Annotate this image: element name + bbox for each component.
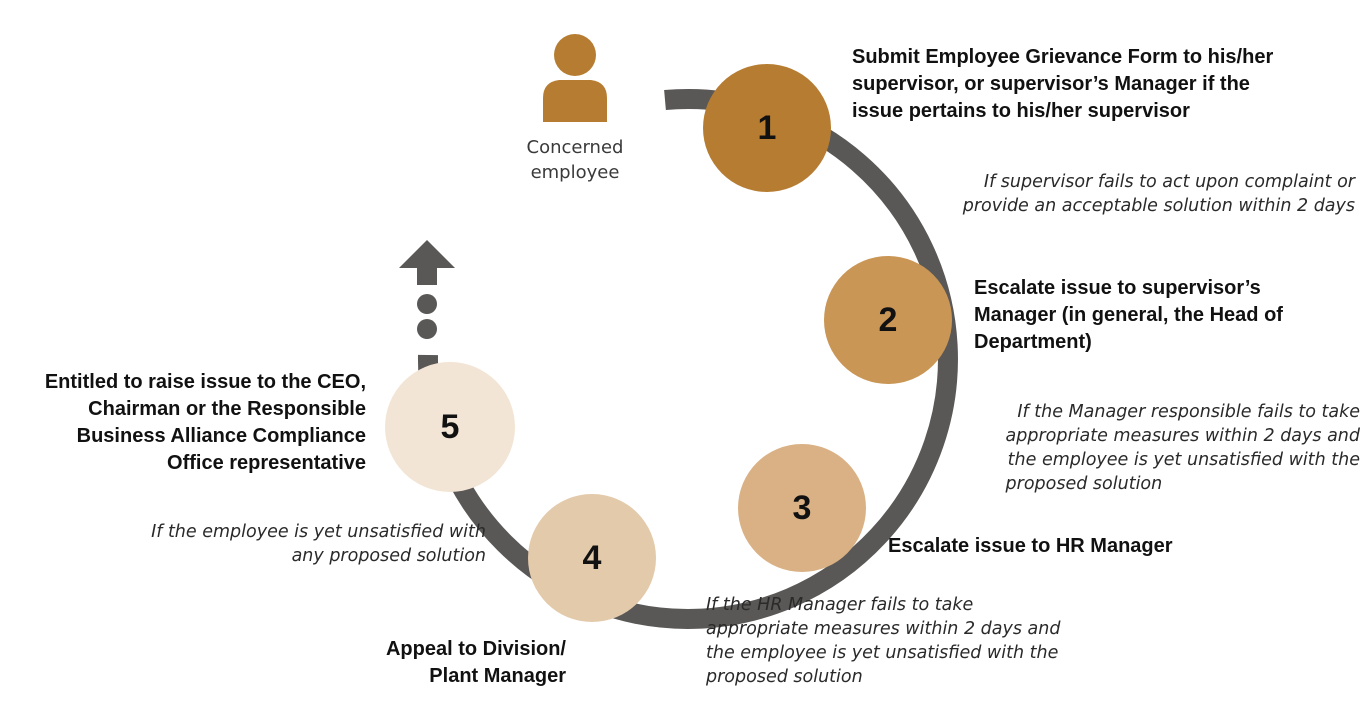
- condition-3-line: the employee is yet unsatisfied with the: [706, 643, 1059, 663]
- condition-1-line: provide an acceptable solution within 2 …: [962, 196, 1355, 216]
- step-5-title: Entitled to raise issue to the CEO, Chai…: [45, 369, 366, 477]
- condition-3-line: proposed solution: [706, 667, 863, 687]
- step-2-title: Escalate issue to supervisor’s Manager (…: [974, 275, 1283, 356]
- step-2-title-line: Escalate issue to supervisor’s: [974, 277, 1261, 299]
- actor-label: Concerned employee: [520, 135, 630, 185]
- step-2-title-line: Department): [974, 331, 1092, 353]
- step-4-circle: 4: [528, 494, 656, 622]
- condition-4-line: If the employee is yet unsatisfied with: [151, 522, 486, 542]
- continuation-dot: [417, 319, 437, 339]
- step-4-title-line: Appeal to Division/: [385, 638, 566, 660]
- actor-label-line: employee: [530, 162, 620, 183]
- step-2-circle: 2: [824, 256, 952, 384]
- step-5-title-line: Chairman or the Responsible: [88, 398, 366, 420]
- step-1-title: Submit Employee Grievance Form to his/he…: [852, 44, 1273, 125]
- step-1-title-line: supervisor, or supervisor’s Manager if t…: [852, 73, 1250, 95]
- step-4-title: Appeal to Division/ Plant Manager: [386, 636, 566, 690]
- condition-2-line: the employee is yet unsatisfied with the: [1007, 450, 1360, 470]
- step-5-title-line: Entitled to raise issue to the CEO,: [44, 371, 366, 393]
- step-2-number: 2: [878, 300, 898, 339]
- step-3-circle: 3: [738, 444, 866, 572]
- condition-4-note: If the employee is yet unsatisfied with …: [151, 520, 486, 568]
- condition-2-line: proposed solution: [1005, 474, 1163, 494]
- step-5-title-line: Office representative: [167, 452, 366, 474]
- step-2-title-line: Manager (in general, the Head of: [974, 304, 1283, 326]
- condition-2-line: If the Manager responsible fails to take: [1017, 402, 1360, 422]
- condition-3-note: If the HR Manager fails to take appropri…: [706, 593, 1060, 689]
- step-3-title-line: Escalate issue to HR Manager: [888, 535, 1173, 557]
- step-3-title: Escalate issue to HR Manager: [888, 533, 1173, 560]
- step-1-number: 1: [757, 108, 777, 147]
- step-5-title-line: Business Alliance Compliance: [76, 425, 366, 447]
- step-3-number: 3: [792, 488, 812, 527]
- step-1-title-line: Submit Employee Grievance Form to his/he…: [852, 46, 1274, 68]
- person-icon: [543, 34, 607, 122]
- step-1-title-line: issue pertains to his/her supervisor: [852, 100, 1190, 122]
- step-5-number: 5: [440, 407, 460, 446]
- condition-2-note: If the Manager responsible fails to take…: [1006, 400, 1360, 496]
- continuation-dot: [417, 294, 437, 314]
- up-arrow-icon: [399, 240, 455, 285]
- condition-4-line: any proposed solution: [291, 546, 486, 566]
- process-arc-path: [417, 89, 958, 629]
- actor-label-line: Concerned: [526, 137, 624, 158]
- step-4-number: 4: [582, 538, 602, 577]
- condition-3-line: appropriate measures within 2 days and: [706, 619, 1061, 639]
- condition-3-line: If the HR Manager fails to take: [706, 595, 974, 615]
- step-1-circle: 1: [703, 64, 831, 192]
- step-4-title-line: Plant Manager: [429, 665, 566, 687]
- condition-1-note: If supervisor fails to act upon complain…: [963, 170, 1355, 218]
- step-5-circle: 5: [385, 362, 515, 492]
- condition-1-line: If supervisor fails to act upon complain…: [983, 172, 1355, 192]
- condition-2-line: appropriate measures within 2 days and: [1005, 426, 1360, 446]
